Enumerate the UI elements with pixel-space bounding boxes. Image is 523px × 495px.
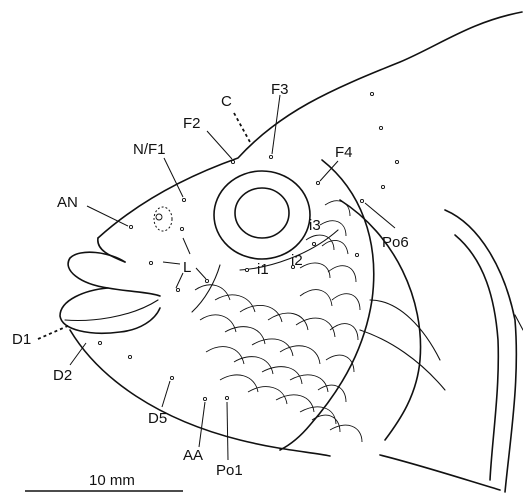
label-i3: i3 (309, 217, 321, 234)
label-d5: D5 (148, 410, 167, 427)
fin-ray-2 (370, 300, 440, 360)
label-nf1: N/F1 (133, 141, 166, 158)
nostril-pore (156, 214, 162, 220)
label-d1: D1 (12, 331, 31, 348)
label-an: AN (57, 194, 78, 211)
leader-d2 (70, 343, 86, 365)
dorsal-profile (98, 12, 522, 238)
leader-f3 (272, 95, 280, 154)
leader-c (234, 113, 250, 142)
preorbital-margin (192, 265, 220, 312)
sensory-pores (98, 92, 398, 400)
label-aa: AA (183, 447, 203, 464)
label-l: L (183, 259, 191, 276)
orbit-ring-outer (214, 171, 310, 259)
leader-f2 (207, 131, 232, 159)
scale-bar-label: 10 mm (89, 472, 135, 489)
label-f4: F4 (335, 144, 353, 161)
infraorbital-margin (240, 230, 338, 270)
fin-ray-1 (360, 330, 445, 390)
label-f2: F2 (183, 115, 201, 132)
leader-d1 (38, 325, 70, 339)
pectoral-fin-inner (455, 235, 498, 480)
leader-d5 (162, 381, 170, 407)
leader-aa (199, 402, 205, 447)
leader-nf1 (164, 158, 183, 197)
gill-cover-edge (380, 455, 500, 490)
leader-l3 (196, 268, 206, 279)
leader-l4 (176, 273, 183, 288)
orbit-ring-inner (235, 188, 289, 238)
leader-an (87, 206, 128, 226)
label-d2: D2 (53, 367, 72, 384)
snout-outline (98, 238, 125, 262)
leader-po1 (227, 402, 228, 460)
upper-lip (68, 252, 160, 296)
label-po6: Po6 (382, 234, 409, 251)
label-i2: i2 (291, 252, 303, 269)
lower-jaw (60, 288, 160, 333)
pectoral-fin-outer (445, 210, 516, 492)
leader-l1 (183, 238, 190, 254)
label-i1: i1 (257, 261, 269, 278)
label-f3: F3 (271, 81, 289, 98)
leader-l2 (163, 262, 180, 264)
jaw-inner-line (65, 300, 158, 320)
label-c: C (221, 93, 232, 110)
label-po1: Po1 (216, 462, 243, 479)
